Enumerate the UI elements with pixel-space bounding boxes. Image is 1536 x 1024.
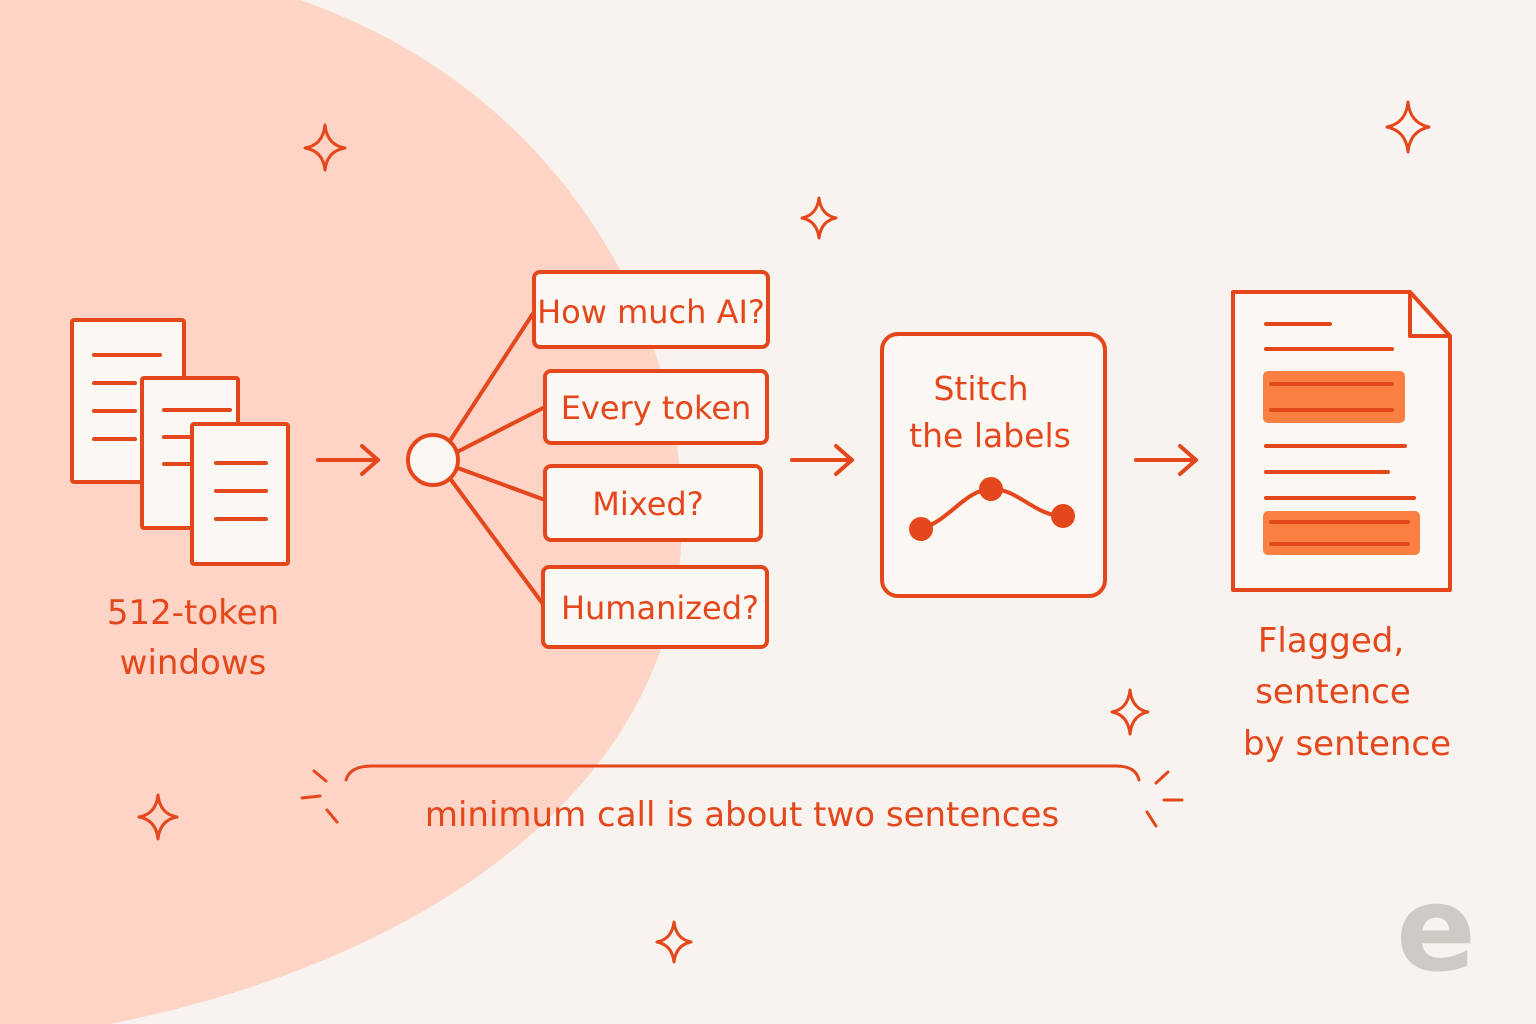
- question-label: How much AI?: [537, 293, 765, 331]
- output-label-line2: sentence: [1255, 672, 1411, 712]
- output-label-line3: by sentence: [1243, 724, 1451, 764]
- input-label-line2: windows: [120, 643, 267, 683]
- footnote-text: minimum call is about two sentences: [425, 795, 1059, 835]
- question-box-humanized: Humanized?: [541, 565, 769, 649]
- brand-e-logo: e: [1396, 860, 1476, 998]
- background-blob: [0, 0, 682, 1024]
- sparkle-icon: [137, 793, 179, 841]
- question-label: Every token: [561, 389, 752, 427]
- sparkle-icon: [303, 123, 347, 172]
- sparkle-icon: [1110, 688, 1150, 736]
- question-box-how-much-ai: How much AI?: [532, 270, 770, 349]
- stitch-curve-icon: [909, 477, 1075, 541]
- branch-node-circle: [406, 433, 460, 487]
- question-box-mixed: Mixed?: [543, 464, 763, 542]
- question-boxes: How much AI? Every token Mixed? Humanize…: [532, 270, 770, 649]
- sparkle-icon: [655, 920, 693, 964]
- stitch-label-line1: Stitch: [933, 369, 1028, 408]
- flagged-document-icon: [1231, 290, 1452, 592]
- document-stack-icon: [70, 318, 290, 566]
- input-label-line1: 512-token: [107, 593, 279, 633]
- highlighted-sentence: [1263, 371, 1405, 423]
- question-label: Mixed?: [592, 485, 703, 523]
- flow-arrows: [316, 444, 1198, 476]
- arrow-right-icon: [316, 444, 380, 476]
- stitch-box: Stitch the labels: [880, 332, 1107, 598]
- highlighted-sentence: [1263, 511, 1420, 555]
- branch-node: [406, 310, 547, 606]
- sparkles: [137, 100, 1431, 964]
- output-label-line1: Flagged,: [1258, 621, 1404, 661]
- arrow-right-icon: [790, 444, 854, 476]
- sparkle-icon: [1385, 100, 1431, 154]
- question-box-every-token: Every token: [543, 369, 769, 445]
- document-page-front: [190, 422, 290, 566]
- footnote-brace: [300, 764, 1184, 828]
- question-label: Humanized?: [561, 589, 759, 627]
- arrow-right-icon: [1134, 444, 1198, 476]
- sparkle-icon: [800, 196, 838, 240]
- stitch-label-line2: the labels: [909, 416, 1071, 455]
